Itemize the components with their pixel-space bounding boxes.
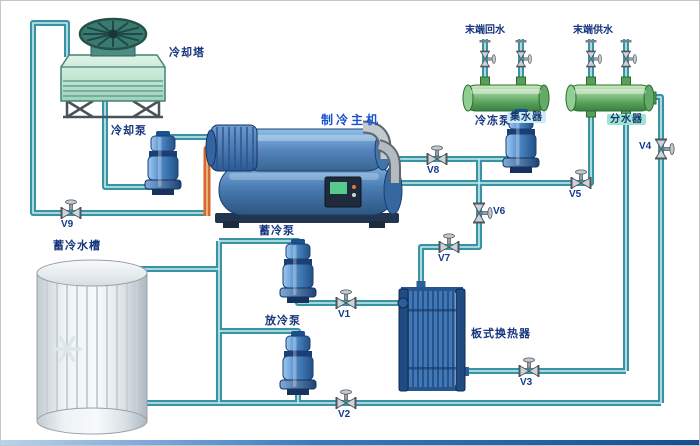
cooling-pump-label: 冷却泵 [111,125,147,137]
valve-v4 [654,138,676,160]
valve-v2 [335,388,357,410]
plate-heat-exchanger [397,281,469,392]
valve-v3 [518,356,540,378]
chiller-motor [210,124,258,172]
chilled-pump-label: 冷冻泵 [475,115,511,127]
valve-v8-label: V8 [427,165,440,176]
snowflake-icon [52,335,82,363]
water-collector-label: 集水器 [507,112,546,123]
storage-tank-label: 蓄冷水槽 [53,240,101,252]
valve-v1 [335,288,357,310]
water-distributor-label: 分水器 [607,114,646,125]
storage-pump [279,238,317,304]
valve-v6-label: V6 [493,206,506,217]
cold-storage-tank [36,259,148,435]
valve-v7-label: V7 [438,253,451,264]
water-distributor [565,76,657,118]
discharge-pump [279,330,317,396]
storage-water-pipes [133,238,661,406]
cooling-pump [144,130,182,196]
cooling-tower [60,17,166,119]
chiller-unit [205,120,403,228]
bottom-blue-strip [1,440,699,445]
terminal-return-label: 末端回水 [465,25,505,36]
valve-v9-label: V9 [61,219,74,230]
valve-v2-label: V2 [338,409,351,420]
terminal-supply-label: 末端供水 [573,25,613,36]
valve-v8 [426,144,448,166]
discharge-pump-label: 放冷泵 [265,315,301,327]
valve-v9 [60,198,82,220]
valve-v5-label: V5 [569,189,582,200]
riser-top-flanges [479,40,632,43]
chiller-label: 制冷主机 [321,113,382,127]
plate-heat-exchanger-label: 板式换热器 [471,328,531,340]
water-collector [462,76,550,118]
valve-v1-label: V1 [338,309,351,320]
valve-v7 [438,232,460,254]
cooling-tower-label: 冷却塔 [169,47,205,59]
valve-v4-label: V4 [639,141,652,152]
valve-v6 [472,202,494,224]
valve-v3-label: V3 [520,377,533,388]
storage-pump-label: 蓄冷泵 [259,225,295,237]
valve-v5 [570,168,592,190]
